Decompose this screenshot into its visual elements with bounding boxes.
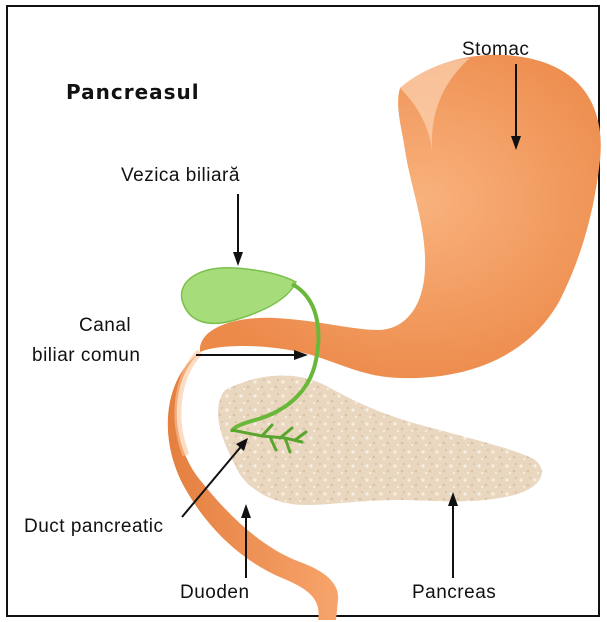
label-canal-line2: biliar comun — [32, 345, 140, 366]
label-pancreas: Pancreas — [412, 582, 496, 603]
diagram-title: Pancreasul — [66, 80, 200, 104]
label-duct-pancreatic: Duct pancreatic — [24, 516, 164, 537]
label-canal-line1: Canal — [79, 315, 131, 336]
label-duoden: Duoden — [180, 582, 250, 603]
label-stomac: Stomac — [462, 39, 529, 60]
label-vezica-biliara: Vezica biliară — [121, 165, 240, 186]
